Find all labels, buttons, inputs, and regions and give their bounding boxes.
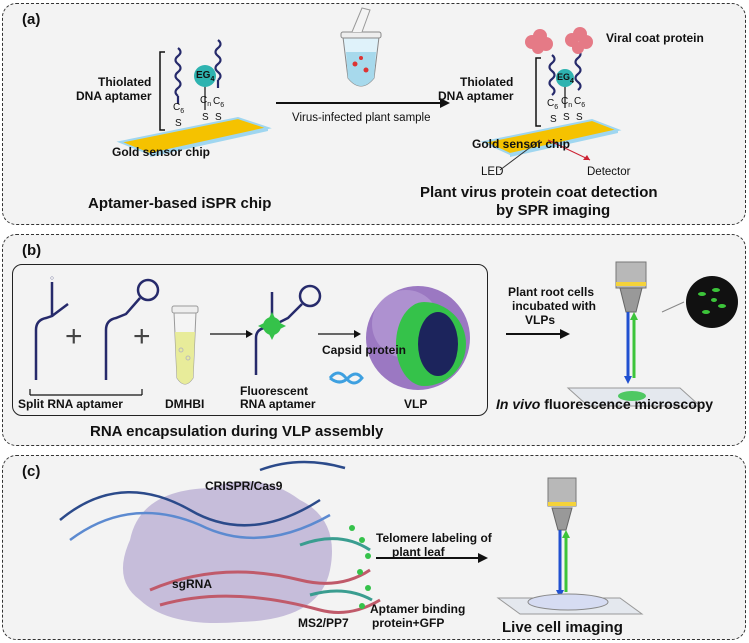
led-label: LED xyxy=(481,166,504,178)
capsid-protein-icon xyxy=(328,371,364,385)
s-label-right-3: S xyxy=(576,112,583,123)
viral-coat-label: Viral coat protein xyxy=(606,31,704,45)
detector-label: Detector xyxy=(587,166,631,178)
s-label-left-2: S xyxy=(202,112,209,123)
c6-label-right-1: C6 xyxy=(547,98,559,111)
gold-chip-label-right: Gold sensor chip xyxy=(472,137,571,151)
microscopy-label: In vivo fluorescence microscopy xyxy=(496,396,714,412)
eg4-ball-right xyxy=(556,69,574,87)
sample-tube-icon xyxy=(340,7,382,87)
panel-b-inner-box xyxy=(12,264,488,416)
led-line xyxy=(499,139,541,171)
vlp-icon xyxy=(366,286,470,390)
thiolated-label-right-2: DNA aptamer xyxy=(438,89,514,103)
microscope-objective-c xyxy=(547,477,577,598)
aptamer-strands-right xyxy=(548,49,582,108)
c6-label-right-2: C6 xyxy=(574,96,586,109)
caption-a-right-2: by SPR imaging xyxy=(496,202,611,219)
thiolated-label-left-2: DNA aptamer xyxy=(76,89,152,103)
aptamer-strands-left xyxy=(174,39,222,110)
microscope-objective-b xyxy=(615,261,647,384)
c6-label-left-2: C6 xyxy=(213,96,225,109)
cn-label-right: Cn xyxy=(561,96,573,109)
s-label-right-2: S xyxy=(563,112,570,123)
cas9-blob xyxy=(122,481,333,624)
plus-1: + xyxy=(65,320,83,353)
split-aptamer-label: Split RNA aptamer xyxy=(18,397,123,411)
panel-b-label: (b) xyxy=(22,242,42,259)
caption-a-left: Aptamer-based iSPR chip xyxy=(88,195,272,212)
telomere-label-1: Telomere labeling of xyxy=(376,531,492,545)
sgrna-strands xyxy=(149,537,381,614)
fluor-aptamer-label-2: RNA aptamer xyxy=(240,397,316,411)
caption-b: RNA encapsulation during VLP assembly xyxy=(90,423,384,440)
crispr-label: CRISPR/Cas9 xyxy=(205,479,283,493)
root-cells-label-2: incubated with xyxy=(512,299,596,313)
aptamer-binding-label-2: protein+GFP xyxy=(372,616,445,630)
s-label-left-1: S xyxy=(175,118,182,129)
dmhbi-label: DMHBI xyxy=(165,397,205,411)
split-aptamer-left xyxy=(34,276,69,380)
caption-a-right-1: Plant virus protein coat detection xyxy=(420,184,658,201)
petri-dish xyxy=(527,593,609,611)
detector-line xyxy=(547,139,591,161)
sgrna-label: sgRNA xyxy=(172,577,213,591)
cn-label-left: Cn xyxy=(200,95,212,108)
gold-chip-label-left: Gold sensor chip xyxy=(112,145,211,159)
c6-label-left-1: C6 xyxy=(173,102,185,115)
aptamer-binding-label-1: Aptamer binding xyxy=(370,602,466,616)
fluorescent-aptamer-icon xyxy=(254,284,322,375)
dmhbi-tube-icon xyxy=(171,305,199,385)
live-imaging-label: Live cell imaging xyxy=(502,619,623,636)
telomere-label-2: plant leaf xyxy=(392,545,445,559)
plus-2: + xyxy=(133,320,151,353)
viral-coat-protein-icon xyxy=(525,27,593,54)
split-aptamer-right xyxy=(104,278,160,380)
eg4-label-right: EG4 xyxy=(557,72,574,85)
thiolated-label-right-1: Thiolated xyxy=(460,75,514,89)
ms2-label: MS2/PP7 xyxy=(298,616,349,630)
panel-c-label: (c) xyxy=(22,463,41,480)
s-label-left-3: S xyxy=(215,112,222,123)
dna-helix xyxy=(59,460,346,542)
capsid-label: Capsid protein xyxy=(322,343,407,357)
root-cells-label-3: VLPs xyxy=(525,313,556,327)
eg4-ball-left xyxy=(194,65,216,87)
root-cells-label-1: Plant root cells xyxy=(508,285,595,299)
fluor-aptamer-label-1: Fluorescent xyxy=(240,384,309,398)
arrow-a-label: Virus-infected plant sample xyxy=(292,112,431,124)
thiolated-label-left-1: Thiolated xyxy=(98,75,152,89)
cells-image-icon xyxy=(686,276,738,328)
eg4-label-left: EG4 xyxy=(196,70,215,83)
panel-a-label: (a) xyxy=(22,11,41,28)
gfp-stars xyxy=(349,525,371,609)
vlp-label: VLP xyxy=(404,397,428,411)
s-label-right-1: S xyxy=(550,114,557,125)
